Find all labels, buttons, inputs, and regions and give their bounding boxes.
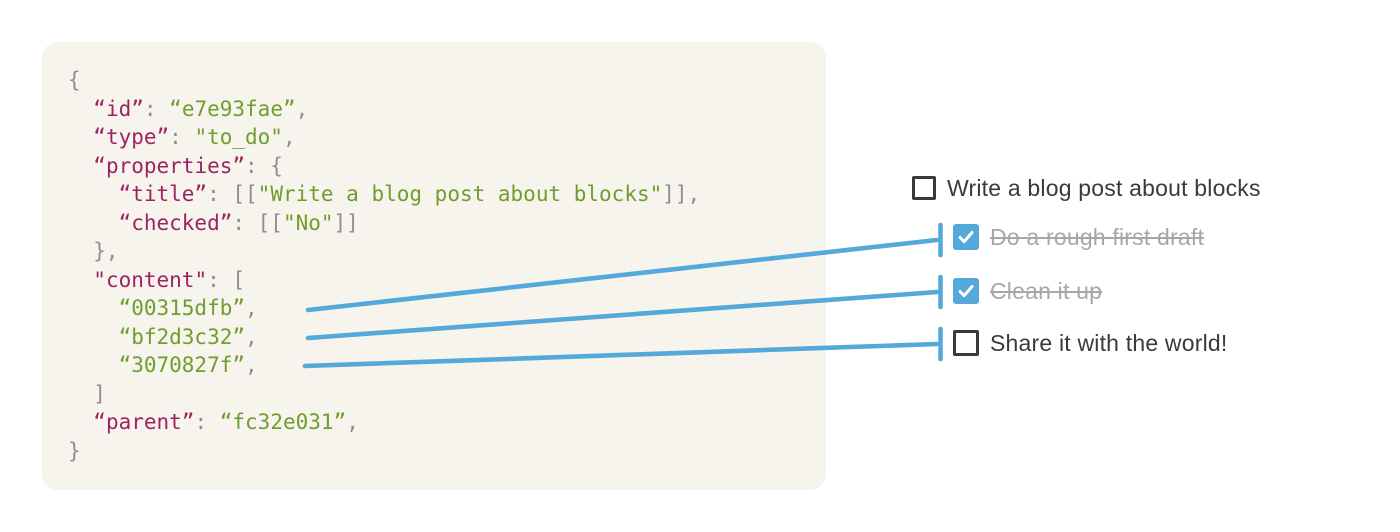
code-line: ] xyxy=(68,380,700,409)
code-token xyxy=(68,182,119,206)
code-line: “bf2d3c32”, xyxy=(68,323,700,352)
code-token: , xyxy=(282,125,296,149)
code-token: “title” xyxy=(118,182,208,206)
code-token xyxy=(68,125,93,149)
code-token: “e7e93fae” xyxy=(169,96,296,121)
code-token: “bf2d3c32” xyxy=(118,324,246,349)
code-token: “id” xyxy=(93,96,144,121)
code-token: ] xyxy=(68,381,106,406)
code-token xyxy=(68,296,119,320)
todo-item: Clean it up xyxy=(953,278,1102,304)
todo-checkbox-checked[interactable] xyxy=(953,224,979,250)
todo-item-label: Write a blog post about blocks xyxy=(947,174,1261,201)
code-token xyxy=(68,154,93,178)
code-line: }, xyxy=(68,237,700,266)
code-token: “properties” xyxy=(93,153,246,178)
code-line: } xyxy=(68,437,700,466)
code-token: , xyxy=(245,296,258,320)
code-token xyxy=(68,211,119,235)
todo-checkbox-checked[interactable] xyxy=(953,278,979,304)
code-token: { xyxy=(68,68,81,92)
code-line: “parent”: “fc32e031”, xyxy=(68,408,700,437)
code-token: : [[ xyxy=(207,182,258,206)
code-token: : xyxy=(169,125,195,149)
code-token xyxy=(68,268,93,292)
code-token: “parent” xyxy=(93,410,195,434)
code-token: “00315dfb” xyxy=(118,296,246,320)
code-token xyxy=(68,410,93,434)
code-line: { xyxy=(68,66,700,95)
code-token: “type” xyxy=(93,125,170,149)
code-token: "Write a blog post about blocks" xyxy=(257,182,663,206)
todo-checkbox-unchecked[interactable] xyxy=(953,330,979,356)
code-token: : [[ xyxy=(232,210,283,235)
code-token: , xyxy=(346,410,359,434)
todo-item: Do a rough first draft xyxy=(953,224,1204,250)
code-token: "to_do" xyxy=(194,125,283,149)
todo-item-label: Share it with the world! xyxy=(990,329,1228,356)
todo-item-label: Do a rough first draft xyxy=(990,223,1205,250)
code-token: ]] xyxy=(333,210,359,235)
code-token: "content" xyxy=(93,267,208,292)
code-line: “checked”: [["No"]] xyxy=(68,209,700,238)
code-token: : { xyxy=(245,153,283,178)
todo-checkbox-unchecked[interactable] xyxy=(912,176,936,200)
code-token: : xyxy=(143,96,170,121)
code-token: , xyxy=(295,96,309,121)
code-line: “3070827f”, xyxy=(68,351,700,380)
code-token: “checked” xyxy=(118,210,233,235)
code-token: “fc32e031” xyxy=(219,410,347,434)
code-token: , xyxy=(245,353,258,377)
code-line: "content": [ xyxy=(68,266,700,295)
code-token: } xyxy=(68,438,81,463)
checkmark-icon xyxy=(958,231,974,244)
code-token: }, xyxy=(68,239,119,263)
code-line: “title”: [["Write a blog post about bloc… xyxy=(68,180,701,209)
checkmark-icon xyxy=(958,285,974,298)
code-line: “00315dfb”, xyxy=(68,294,700,323)
code-token xyxy=(68,325,119,349)
code-line: “properties”: { xyxy=(68,152,700,181)
json-code: { “id”: “e7e93fae”, “type”: "to_do", “pr… xyxy=(68,66,700,465)
todo-item-label: Clean it up xyxy=(990,277,1103,304)
code-line: “id”: “e7e93fae”, xyxy=(68,95,700,124)
code-token xyxy=(68,97,93,121)
todo-item: Share it with the world! xyxy=(953,330,1227,356)
code-token: : [ xyxy=(207,267,246,292)
todo-item: Write a blog post about blocks xyxy=(912,174,1261,201)
code-token: ]], xyxy=(662,182,701,206)
code-token: : xyxy=(194,410,220,434)
code-token: "No" xyxy=(282,210,334,235)
code-token xyxy=(68,353,119,377)
code-line: “type”: "to_do", xyxy=(68,123,700,152)
code-token: “3070827f” xyxy=(118,353,246,377)
code-token: , xyxy=(245,324,258,349)
